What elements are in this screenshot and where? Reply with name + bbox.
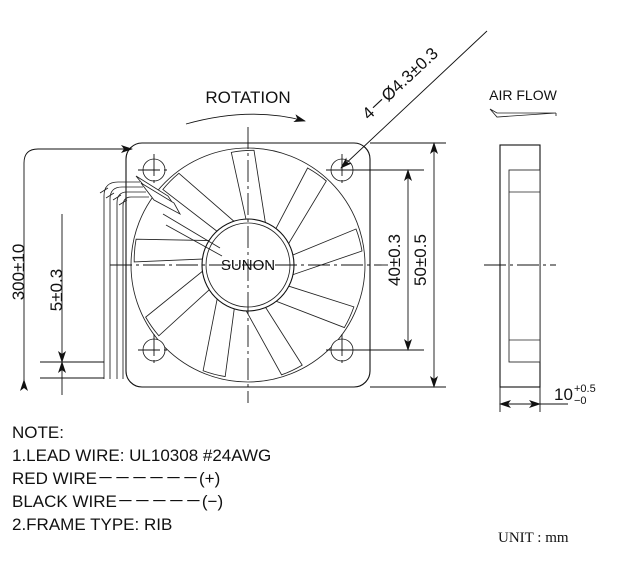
frame-size-label: 50±0.5 [411, 234, 430, 286]
frame-rib-detail [162, 213, 223, 257]
dimension-thickness: 10 +0.5 −0 [499, 383, 596, 412]
air-flow-callout: AIR FLOW [489, 87, 558, 118]
rotation-callout: ROTATION [185, 88, 306, 125]
side-view-inner-bore [508, 169, 541, 363]
hole-callout-label: 4－Ø4.3±0.3 [358, 44, 441, 124]
wire-spacing-label: 5±0.3 [47, 269, 66, 311]
hole-leader-line [340, 30, 488, 169]
dimension-frame-size: 50±0.5 [411, 142, 438, 388]
air-flow-label: AIR FLOW [489, 87, 557, 103]
rotation-arrow [185, 113, 306, 125]
front-view: SUNON [99, 127, 388, 403]
note-item-2: RED WIRE－－－－－－(+) [12, 469, 220, 488]
hole-pitch-label: 40±0.3 [385, 234, 404, 286]
rotation-label: ROTATION [205, 88, 290, 107]
notes-block: NOTE: 1.LEAD WIRE: UL10308 #24AWG RED WI… [12, 423, 271, 534]
mounting-hole-bottom-right [326, 334, 358, 366]
lead-length-label: 300±10 [9, 244, 28, 301]
side-view [484, 144, 556, 388]
mounting-hole-bottom-left [138, 334, 170, 366]
air-flow-arrow [489, 108, 557, 118]
unit-note: UNIT : mm [498, 530, 569, 546]
thickness-upper-tol-label: +0.5 [574, 383, 596, 395]
note-item-3: BLACK WIRE－－－－－(−) [12, 492, 223, 511]
notes-heading: NOTE: [12, 423, 64, 442]
mounting-hole-top-left [138, 154, 170, 186]
thickness-lower-tol-label: −0 [574, 395, 587, 407]
dimension-hole-pitch: 40±0.3 [385, 169, 412, 351]
dimension-lead-length: 300±10 [9, 145, 133, 391]
thickness-base-label: 10 [554, 385, 573, 404]
dimension-wire-spacing: 5±0.3 [40, 214, 104, 395]
lead-length-dim-line [23, 145, 133, 380]
brand-label: SUNON [221, 257, 275, 274]
hole-callout: 4－Ø4.3±0.3 [340, 30, 488, 169]
note-item-4: 2.FRAME TYPE: RIB [12, 515, 172, 534]
lead-wires [99, 175, 182, 379]
note-item-1: 1.LEAD WIRE: UL10308 #24AWG [12, 446, 271, 465]
fan-blades [133, 149, 363, 378]
